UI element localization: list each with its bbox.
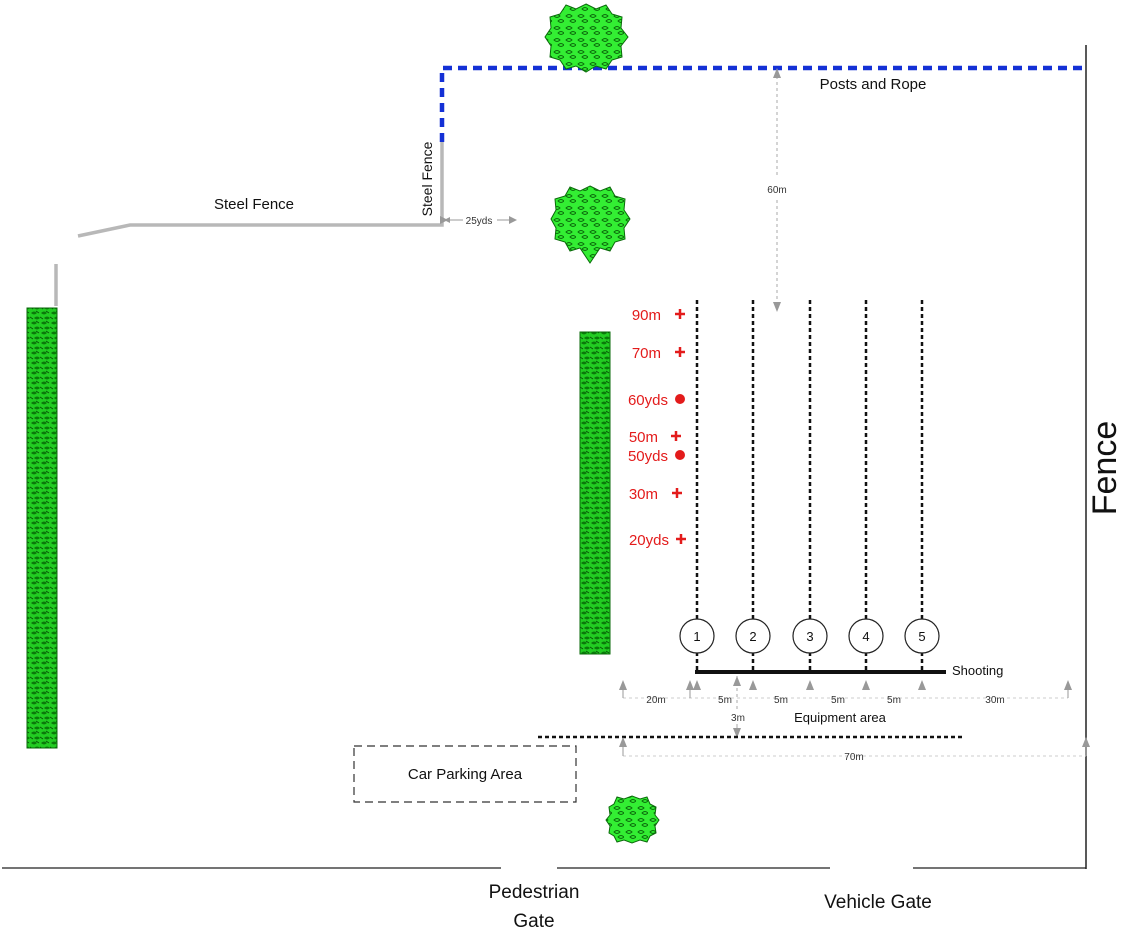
dimension-60m-label: 60m: [767, 185, 786, 196]
distance-label: 30m: [629, 486, 658, 503]
distance-marker-20yds: 20yds: [629, 532, 686, 549]
steel-fence: [54, 142, 444, 306]
tree-bottom: [605, 795, 660, 844]
dimension-5m-label: 5m: [718, 695, 732, 706]
lane-spacing-dimensions: [619, 680, 1072, 699]
distance-marker-30m: 30m: [629, 486, 682, 503]
lane-number: 4: [862, 629, 869, 644]
equipment-area-label: Equipment area: [794, 710, 887, 725]
tree-top: [544, 3, 629, 73]
dimension-5m-label: 5m: [831, 695, 845, 706]
dimension-3m: [733, 676, 741, 738]
dimension-5m-label: 5m: [887, 695, 901, 706]
hedge-right: [579, 331, 611, 655]
dimension-25yds-label: 25yds: [466, 216, 493, 227]
distance-marker-90m: 90m: [632, 307, 685, 324]
pedestrian-gate-label: Pedestrian: [489, 882, 580, 903]
lane-number: 3: [806, 629, 813, 644]
distance-marker-50yds: 50yds: [628, 448, 685, 465]
posts-rope-label: Posts and Rope: [820, 76, 927, 93]
dimension-3m-label: 3m: [731, 713, 745, 724]
tree-middle: [550, 185, 631, 264]
lane-target-5: 5: [904, 618, 940, 654]
steel-fence-label: Steel Fence: [214, 196, 294, 213]
distance-label: 60yds: [628, 392, 668, 409]
vehicle-gate-label: Vehicle Gate: [824, 892, 932, 913]
lane-number: 2: [749, 629, 756, 644]
car-parking-area: [353, 745, 577, 803]
distance-marker-50m: 50m: [629, 429, 681, 446]
dimension-60m: [773, 68, 781, 312]
distance-label: 90m: [632, 307, 661, 324]
lane-target-2: 2: [735, 618, 771, 654]
distance-label: 20yds: [629, 532, 669, 549]
lane-number: 5: [918, 629, 925, 644]
dimension-5m-label: 5m: [774, 695, 788, 706]
dimension-25yds: [440, 216, 517, 224]
posts-and-rope: [439, 65, 1086, 142]
hedge-left: [26, 307, 58, 749]
dimension-30m-label: 30m: [985, 695, 1004, 706]
steel-fence-vertical-label: Steel Fence: [419, 141, 435, 216]
fence-label: Fence: [1086, 421, 1124, 516]
dimension-70m: [619, 737, 1090, 757]
dimension-20m-label: 20m: [646, 695, 665, 706]
boundary-fence: [2, 45, 1087, 869]
distance-marker-70m: 70m: [632, 345, 685, 362]
lane-target-1: 1: [679, 618, 715, 654]
lane-lines: [695, 300, 924, 671]
car-parking-label: Car Parking Area: [408, 766, 523, 783]
lane-target-4: 4: [848, 618, 884, 654]
dimension-70m-label: 70m: [844, 752, 863, 763]
pedestrian-gate-label-line2: Gate: [513, 911, 554, 932]
lane-target-3: 3: [792, 618, 828, 654]
distance-label: 50yds: [628, 448, 668, 465]
distance-marker-60yds: 60yds: [628, 392, 685, 409]
shooting-label: Shooting: [952, 663, 1003, 678]
distance-label: 50m: [629, 429, 658, 446]
distance-label: 70m: [632, 345, 661, 362]
lane-number: 1: [693, 629, 700, 644]
